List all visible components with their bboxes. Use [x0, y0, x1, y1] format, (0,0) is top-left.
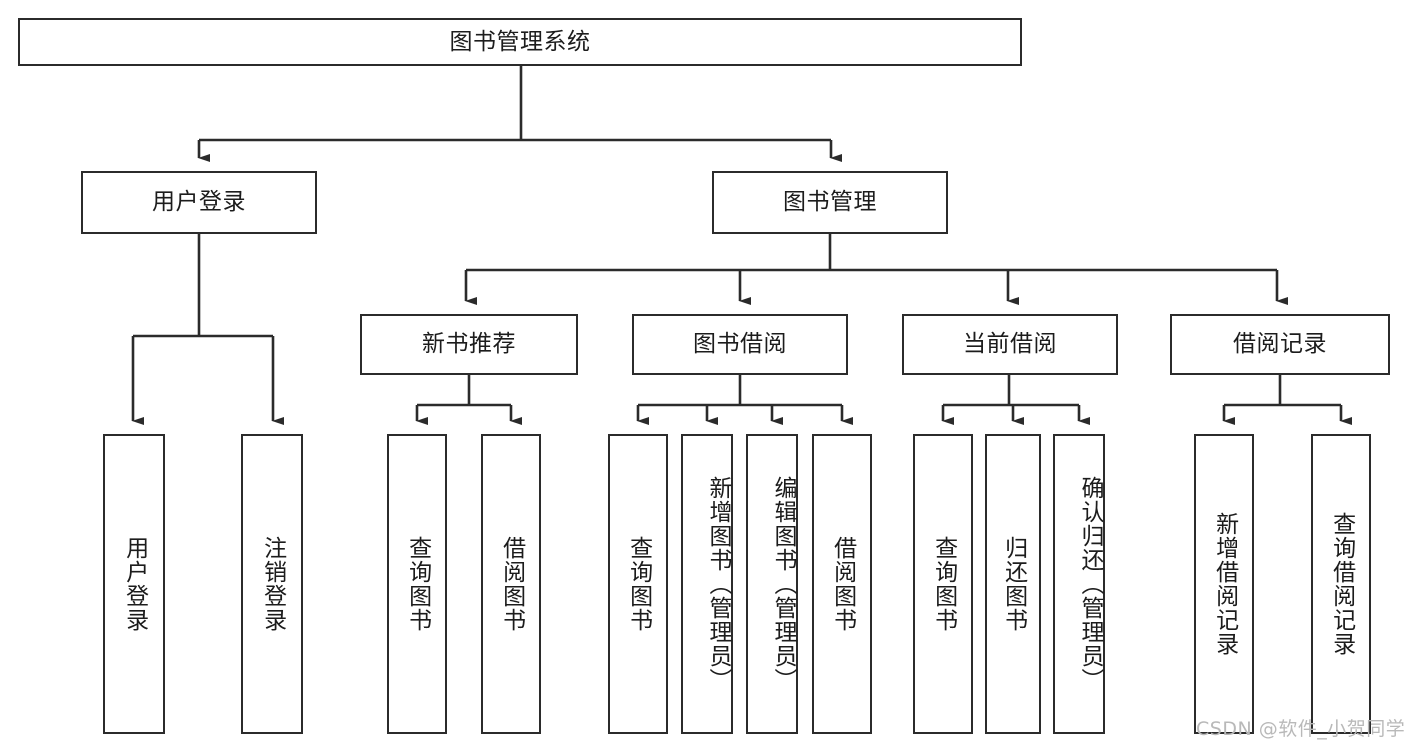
node-leaf-query-book-2-label: 查询图书	[625, 536, 652, 632]
node-leaf-add-record-label: 新增借阅记录	[1211, 512, 1238, 656]
node-leaf-borrow-book-1[interactable]: 借阅图书	[481, 434, 541, 734]
node-new-book-recommend-label: 新书推荐	[422, 331, 516, 357]
node-leaf-borrow-book-2[interactable]: 借阅图书	[812, 434, 872, 734]
node-leaf-query-book-1-label: 查询图书	[404, 536, 431, 632]
edge-userlogin-to-leaves	[131, 234, 284, 425]
node-leaf-add-book-label: 新增图书（管理员）	[705, 476, 731, 692]
node-current-borrow[interactable]: 当前借阅	[902, 314, 1118, 375]
node-leaf-logout-label: 注销登录	[259, 536, 286, 632]
node-book-management-label: 图书管理	[783, 189, 877, 215]
node-leaf-add-record[interactable]: 新增借阅记录	[1194, 434, 1254, 734]
node-leaf-query-book-1[interactable]: 查询图书	[387, 434, 447, 734]
node-leaf-borrow-book-1-label: 借阅图书	[498, 536, 525, 632]
edge-root-to-level2	[197, 66, 842, 162]
node-borrow-record-label: 借阅记录	[1233, 331, 1327, 357]
node-leaf-query-book-2[interactable]: 查询图书	[608, 434, 668, 734]
edge-borrowrecord-to-leaves	[1222, 375, 1352, 425]
node-leaf-confirm-return[interactable]: 确认归还（管理员）	[1053, 434, 1105, 734]
node-leaf-query-book-3-label: 查询图书	[930, 536, 957, 632]
node-user-login[interactable]: 用户登录	[81, 171, 317, 234]
node-leaf-edit-book[interactable]: 编辑图书（管理员）	[746, 434, 798, 734]
edge-newbook-to-leaves	[415, 375, 522, 425]
node-leaf-add-book[interactable]: 新增图书（管理员）	[681, 434, 733, 734]
node-root-label: 图书管理系统	[449, 28, 591, 55]
node-leaf-user-login-label: 用户登录	[121, 536, 148, 632]
node-leaf-return-book[interactable]: 归还图书	[985, 434, 1041, 734]
node-borrow-record[interactable]: 借阅记录	[1170, 314, 1390, 375]
node-current-borrow-label: 当前借阅	[963, 331, 1057, 357]
node-leaf-return-book-label: 归还图书	[1000, 536, 1027, 632]
node-user-login-label: 用户登录	[152, 189, 246, 215]
node-leaf-edit-book-label: 编辑图书（管理员）	[770, 476, 796, 692]
edge-bookborrow-to-leaves	[636, 375, 853, 425]
node-leaf-borrow-book-2-label: 借阅图书	[829, 536, 856, 632]
node-leaf-logout[interactable]: 注销登录	[241, 434, 303, 734]
edge-currentborrow-to-leaves	[941, 375, 1090, 425]
node-leaf-query-book-3[interactable]: 查询图书	[913, 434, 973, 734]
edge-bookmanagement-to-level3	[464, 234, 1288, 305]
watermark: CSDN @软件_小贺同学	[1196, 718, 1405, 740]
node-new-book-recommend[interactable]: 新书推荐	[360, 314, 578, 375]
node-leaf-confirm-return-label: 确认归还（管理员）	[1077, 476, 1103, 692]
node-leaf-user-login[interactable]: 用户登录	[103, 434, 165, 734]
node-leaf-query-record-label: 查询借阅记录	[1328, 512, 1355, 656]
node-book-management[interactable]: 图书管理	[712, 171, 948, 234]
node-book-borrow-label: 图书借阅	[693, 331, 787, 357]
node-root[interactable]: 图书管理系统	[18, 18, 1022, 66]
node-leaf-query-record[interactable]: 查询借阅记录	[1311, 434, 1371, 734]
node-book-borrow[interactable]: 图书借阅	[632, 314, 848, 375]
